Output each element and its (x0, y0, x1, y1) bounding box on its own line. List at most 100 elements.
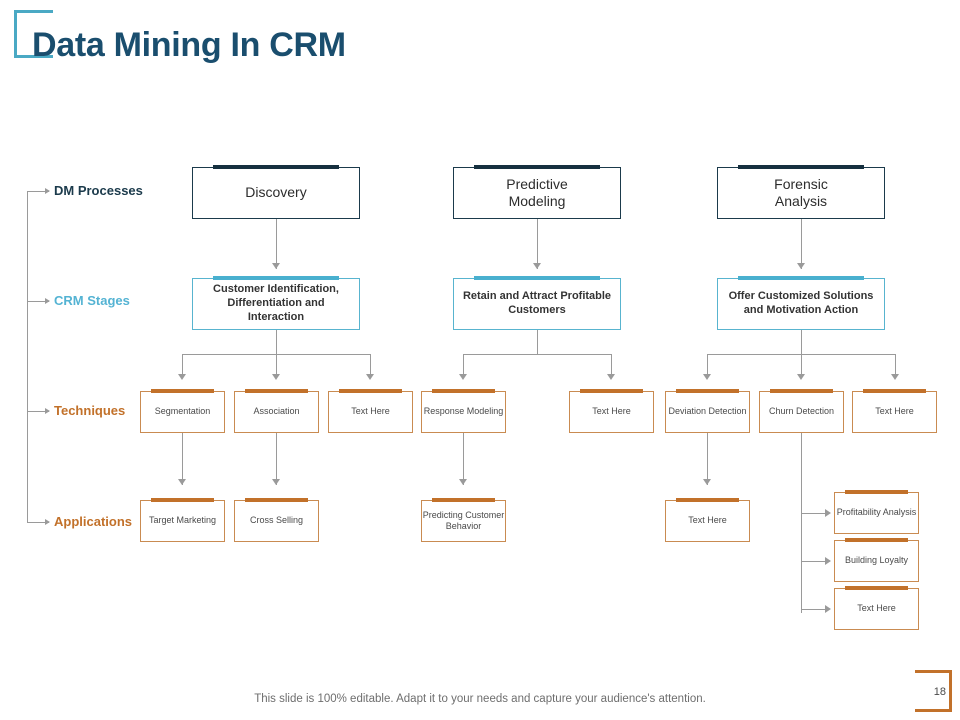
branch-bus-stage2 (463, 354, 612, 355)
technique-node-deviation-detection[interactable]: Deviation Detection (665, 389, 750, 433)
arrow-churn-to-building-loyalty (825, 557, 831, 565)
node-top-bar (675, 498, 740, 502)
page-number: 18 (933, 686, 946, 698)
connector-association-to-cross-selling (276, 433, 277, 485)
arrow-churn-to-text-here (825, 605, 831, 613)
technique-node-text-here-2[interactable]: Text Here (569, 389, 654, 433)
node-top-bar (675, 389, 740, 393)
application-node-target-marketing[interactable]: Target Marketing (140, 498, 225, 542)
node-top-bar (150, 498, 215, 502)
arrow-stage2-to-response-modeling (459, 374, 467, 380)
node-top-bar (769, 389, 834, 393)
stage-node-retain-attract[interactable]: Retain and Attract Profitable Customers (453, 276, 621, 330)
arrow-stage3-to-deviation-detection (703, 374, 711, 380)
node-label: Retain and Attract Profitable Customers (462, 290, 612, 316)
rail-arrow-techniques (27, 408, 50, 414)
arrow-forensic-to-stage (797, 263, 805, 269)
connector-response-modeling-to-predicting (463, 433, 464, 485)
process-node-discovery[interactable]: Discovery (192, 165, 360, 219)
branch-drop-stage3-a (707, 354, 708, 378)
node-top-bar (244, 389, 309, 393)
technique-node-response-modeling[interactable]: Response Modeling (421, 389, 506, 433)
technique-node-segmentation[interactable]: Segmentation (140, 389, 225, 433)
stage-node-offer-customized-solutions[interactable]: Offer Customized Solutions and Motivatio… (717, 276, 885, 330)
application-node-cross-selling[interactable]: Cross Selling (234, 498, 319, 542)
technique-node-text-here-3[interactable]: Text Here (852, 389, 937, 433)
node-label: Predictive Modeling (506, 175, 568, 210)
technique-node-association[interactable]: Association (234, 389, 319, 433)
rail-arrow-dm-processes (27, 188, 50, 194)
rail-arrow-applications (27, 519, 50, 525)
node-top-bar (338, 389, 403, 393)
node-top-bar (150, 389, 215, 393)
arrow-stage2-to-text-here (607, 374, 615, 380)
branch-stem-stage3 (801, 330, 802, 354)
stage-node-customer-identification[interactable]: Customer Identification, Differentiation… (192, 276, 360, 330)
connector-churn-to-building-loyalty (801, 561, 829, 562)
node-label: Predicting Customer Behavior (422, 509, 505, 531)
technique-node-churn-detection[interactable]: Churn Detection (759, 389, 844, 433)
connector-predictive-to-stage (537, 219, 538, 269)
node-top-bar (212, 165, 340, 169)
application-node-text-here-2[interactable]: Text Here (834, 586, 919, 630)
application-node-text-here-1[interactable]: Text Here (665, 498, 750, 542)
arrow-deviation-detection-to-text-here (703, 479, 711, 485)
arrow-stage1-to-association (272, 374, 280, 380)
node-label: Text Here (592, 406, 631, 417)
corner-bracket-decoration (915, 670, 952, 712)
process-node-forensic-analysis[interactable]: Forensic Analysis (717, 165, 885, 219)
branch-drop-stage1-b (276, 354, 277, 378)
node-label: Churn Detection (768, 406, 835, 417)
branch-drop-stage3-b (801, 354, 802, 378)
connector-forensic-to-stage (801, 219, 802, 269)
branch-drop-stage2-b (611, 354, 612, 378)
node-label: Discovery (245, 184, 307, 201)
node-top-bar (844, 538, 909, 542)
node-label: Response Modeling (423, 406, 504, 417)
row-rail-line (27, 191, 28, 523)
node-label: Text Here (857, 603, 896, 614)
application-node-predicting-customer-behavior[interactable]: Predicting Customer Behavior (421, 498, 506, 542)
node-top-bar (473, 165, 601, 169)
arrow-response-modeling-to-predicting (459, 479, 467, 485)
arrow-predictive-to-stage (533, 263, 541, 269)
node-label: Cross Selling (249, 515, 304, 526)
node-top-bar (737, 165, 865, 169)
branch-stem-stage2 (537, 330, 538, 354)
row-label-techniques: Techniques (54, 403, 126, 418)
footer-note: This slide is 100% editable. Adapt it to… (254, 693, 706, 705)
connector-segmentation-to-target-marketing (182, 433, 183, 485)
node-top-bar (844, 490, 909, 494)
connector-deviation-detection-to-text-here (707, 433, 708, 485)
arrow-segmentation-to-target-marketing (178, 479, 186, 485)
node-label: Deviation Detection (668, 406, 747, 417)
arrow-discovery-to-stage (272, 263, 280, 269)
page-title: Data Mining In CRM (32, 26, 346, 64)
branch-drop-stage3-c (895, 354, 896, 378)
application-node-building-loyalty[interactable]: Building Loyalty (834, 538, 919, 582)
node-label: Association (253, 406, 300, 417)
node-label: Profitability Analysis (836, 507, 917, 518)
arrow-stage3-to-churn-detection (797, 374, 805, 380)
arrow-stage3-to-text-here (891, 374, 899, 380)
node-label: Target Marketing (148, 515, 217, 526)
node-top-bar (212, 276, 340, 280)
node-label: Offer Customized Solutions and Motivatio… (728, 290, 874, 316)
title-bracket-decoration (14, 10, 53, 58)
application-node-profitability-analysis[interactable]: Profitability Analysis (834, 490, 919, 534)
node-top-bar (431, 498, 496, 502)
node-label: Building Loyalty (844, 555, 909, 566)
technique-node-text-here-1[interactable]: Text Here (328, 389, 413, 433)
process-node-predictive-modeling[interactable]: Predictive Modeling (453, 165, 621, 219)
node-top-bar (473, 276, 601, 280)
row-label-crm-stages: CRM Stages (54, 293, 130, 308)
node-top-bar (844, 586, 909, 590)
row-label-applications: Applications (54, 514, 133, 529)
connector-discovery-to-stage (276, 219, 277, 269)
node-top-bar (579, 389, 644, 393)
node-label: Text Here (875, 406, 914, 417)
arrow-stage1-to-text-here (366, 374, 374, 380)
node-label: Text Here (688, 515, 727, 526)
node-label: Segmentation (154, 406, 211, 417)
branch-drop-stage1-a (182, 354, 183, 378)
